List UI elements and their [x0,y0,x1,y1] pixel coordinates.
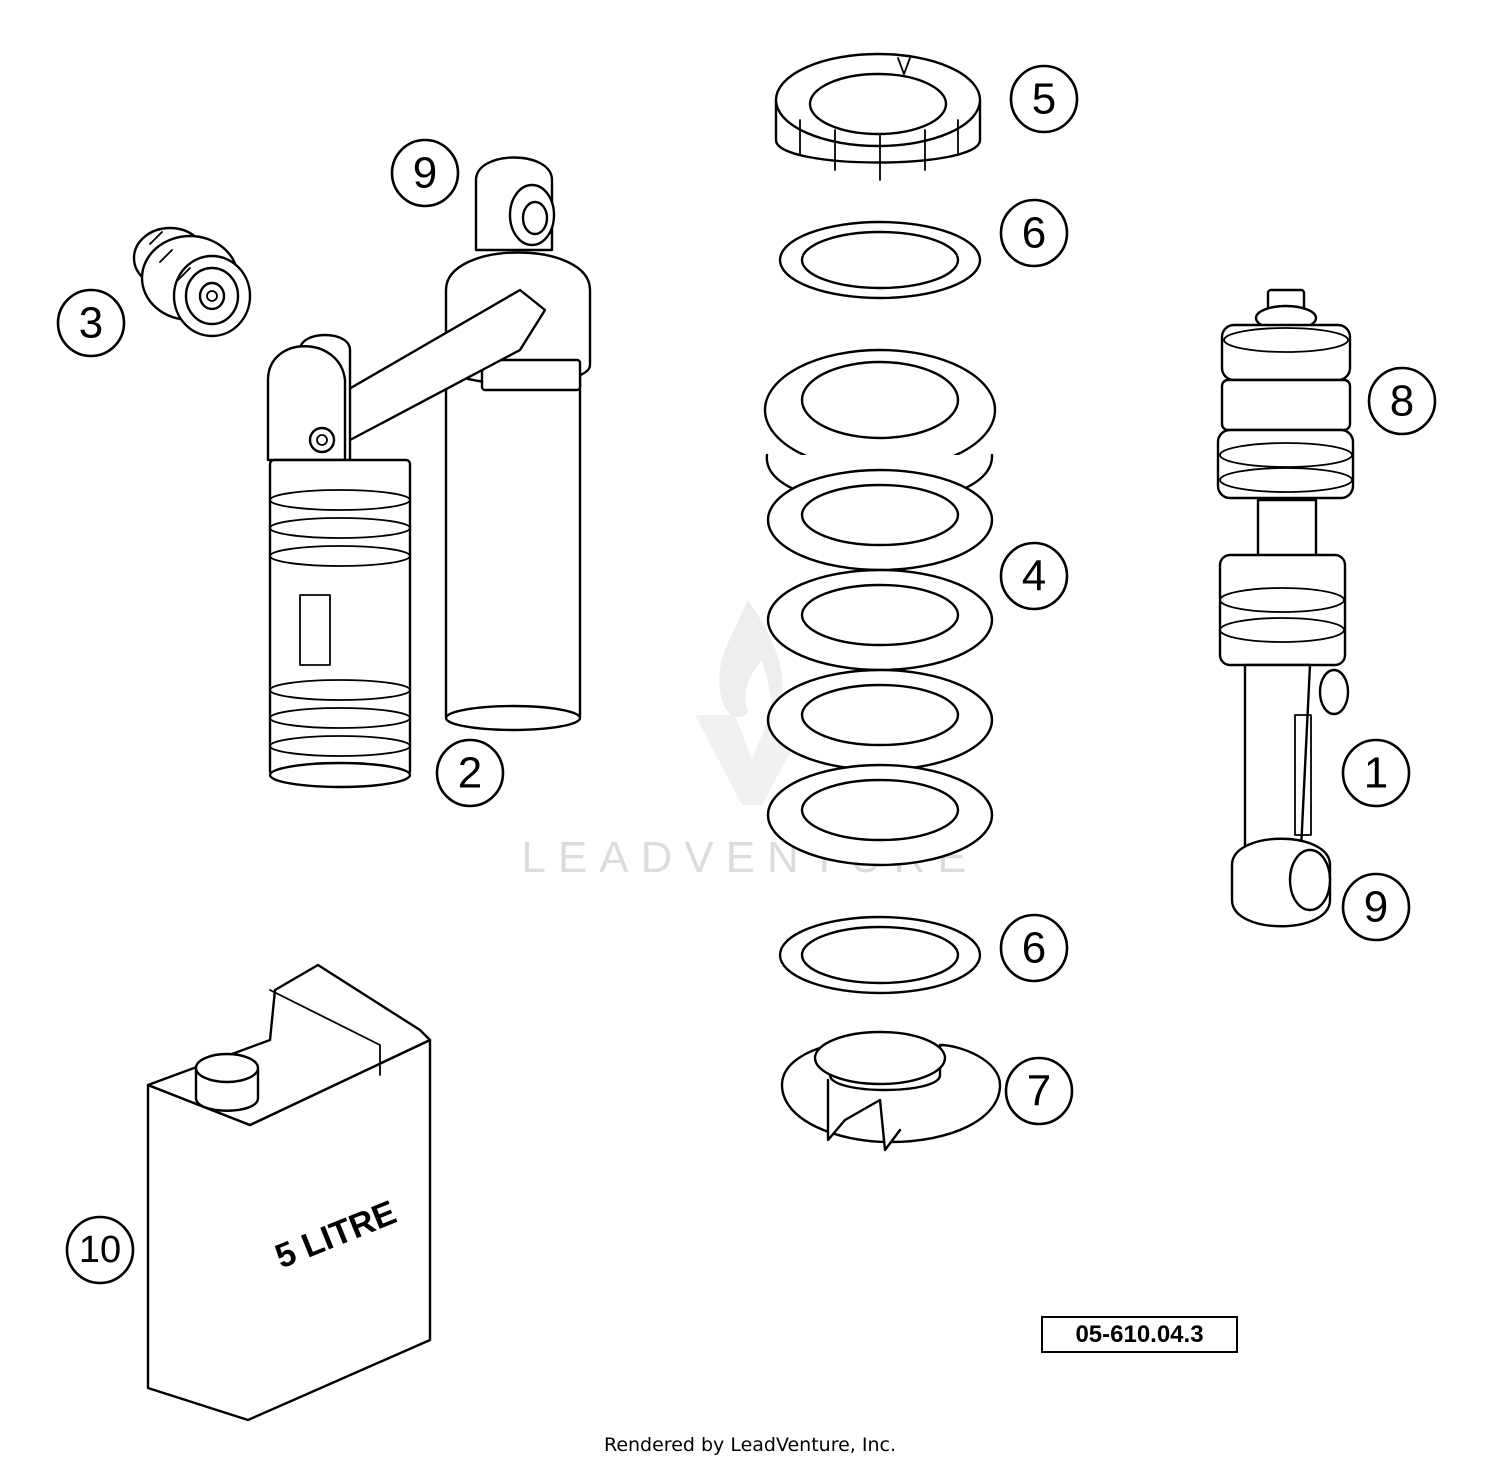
callout-10: 10 [65,1215,135,1285]
callout-4: 4 [999,541,1069,611]
part-4-spring [763,348,997,867]
footer-credit: Rendered by LeadVenture, Inc. [603,1434,897,1456]
callout-4-label: 4 [1022,552,1046,601]
part-1-shock-body [1218,498,1350,928]
callout-6b-label: 6 [1022,924,1046,973]
part-3-adjuster [132,226,252,338]
callout-6a-label: 6 [1022,209,1046,258]
callout-8-label: 8 [1390,377,1414,426]
part-2-shock-reservoir [266,156,592,789]
callout-1: 1 [1341,738,1411,808]
callout-10-label: 10 [79,1229,121,1271]
callout-5: 5 [1009,64,1079,134]
callout-9b-label: 9 [1364,883,1388,932]
callout-2: 2 [435,738,505,808]
diagram-part-code: 05-610.04.3 [1041,1316,1238,1353]
callout-7: 7 [1004,1056,1074,1126]
callout-7-label: 7 [1027,1067,1051,1116]
part-10-oil-can: 5 LITRE [146,963,432,1422]
callout-3: 3 [56,288,126,358]
part-5-ring-nut [774,52,982,181]
callout-9a-label: 9 [413,149,437,198]
callout-6a: 6 [999,198,1069,268]
part-7-spring-retainer [780,1030,1002,1152]
callout-8: 8 [1367,366,1437,436]
part-6-shim-top [778,220,982,300]
callout-1-label: 1 [1364,749,1388,798]
part-8-top-adjuster [1216,288,1355,500]
callout-6b: 6 [999,913,1069,983]
callout-5-label: 5 [1032,75,1056,124]
callout-9b: 9 [1341,872,1411,942]
callout-3-label: 3 [79,299,103,348]
callout-9a: 9 [390,138,460,208]
part-6-shim-bottom [778,915,982,995]
callout-2-label: 2 [458,749,482,798]
